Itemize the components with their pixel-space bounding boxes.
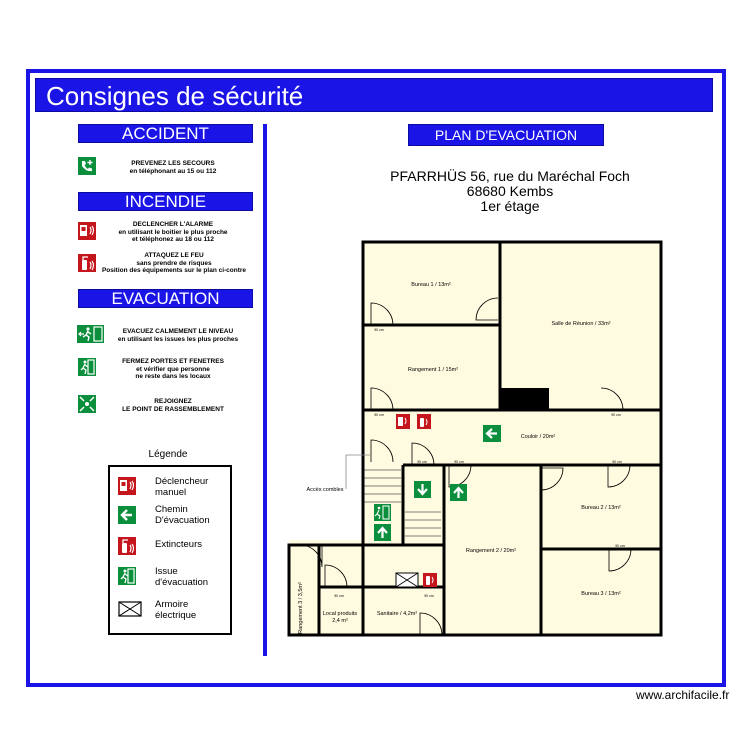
section-plan: PLAN D'EVACUATION	[408, 124, 604, 146]
legend-evacuation-arrow-icon	[118, 506, 136, 524]
poster-frame	[26, 69, 726, 687]
legend-label-path: Chemin D'évacuation	[155, 504, 210, 526]
plan-alarm-trigger-icon	[396, 414, 410, 429]
room-sanitaire: Sanitaire / 4,2m²	[377, 611, 418, 617]
instruction-evacuation-2: FERMEZ PORTES ET FENETRES et vérifier qu…	[122, 358, 224, 380]
instruction-evacuation-3: REJOIGNEZ LE POINT DE RASSEMBLEMENT	[122, 398, 224, 413]
fire-extinguisher-icon	[78, 254, 96, 272]
room-bureau-1: Bureau 1 / 13m²	[411, 282, 451, 288]
legend-title: Légende	[148, 449, 188, 460]
door-width-label: 90 cm	[612, 460, 622, 464]
alarm-trigger-icon	[78, 222, 96, 240]
legend-label-cabinet: Armoire électrique	[155, 599, 197, 621]
vertical-divider	[263, 124, 267, 656]
walls	[287, 240, 663, 637]
legend-label-exit: Issue d'évacuation	[155, 566, 209, 588]
title-bar: Consignes de sécurité	[35, 78, 713, 112]
footer-url: www.archifacile.fr	[636, 688, 730, 702]
door-width-label: 90 cm	[374, 413, 384, 417]
door-width-label: 90 cm	[374, 328, 384, 332]
legend-electrical-cabinet-icon	[118, 601, 142, 617]
room-bureau-2: Bureau 2 / 13m²	[581, 505, 621, 511]
plan-extinguisher-icon-2	[423, 573, 437, 587]
legend-label-extinguisher: Extincteurs	[155, 539, 202, 550]
address-line-3: 1er étage	[480, 198, 540, 214]
door-width-label: 90 cm	[334, 594, 344, 598]
running-exit-icon	[78, 358, 96, 376]
instruction-accident-1: PREVENEZ LES SECOURS en téléphonant au 1…	[129, 160, 217, 175]
attic-access-line	[345, 454, 370, 489]
instruction-incendie-2: ATTAQUEZ LE FEU sans prendre de risques …	[101, 252, 247, 274]
room-rangement-3: Rangement 3 / 3,5m²	[298, 582, 304, 634]
emergency-exit-icon	[77, 325, 104, 343]
section-evacuation-label: EVACUATION	[111, 289, 220, 308]
room-rangement-1: Rangement 1 / 15m²	[408, 367, 458, 373]
section-accident-label: ACCIDENT	[122, 124, 209, 143]
room-rangement-2: Rangement 2 / 20m²	[466, 548, 516, 554]
address-block: PFARRHÜS 56, rue du Maréchal Foch 68680 …	[360, 169, 660, 214]
instruction-incendie-1: DECLENCHER L'ALARME en utilisant le boit…	[118, 221, 228, 243]
plan-exit-icon	[374, 504, 391, 521]
phone-icon	[78, 157, 96, 175]
section-incendie-label: INCENDIE	[124, 192, 207, 211]
door-width-label: 90 cm	[417, 460, 427, 464]
room-salle-reunion: Salle de Réunion / 33m²	[551, 321, 610, 327]
technical-block	[501, 388, 549, 410]
floor-fill	[289, 242, 661, 635]
plan-evacuation-arrow-left-icon	[483, 425, 501, 442]
legend-box	[108, 465, 232, 635]
label-acces-combles: Accès combles	[307, 487, 344, 493]
section-evacuation: EVACUATION	[78, 289, 253, 308]
plan-extinguisher-icon	[417, 414, 431, 429]
section-accident: ACCIDENT	[78, 124, 253, 143]
room-local-produits-area: 2,4 m²	[332, 618, 348, 624]
door-width-label: 90 cm	[615, 544, 625, 548]
legend-label-alarm: Déclencheur manuel	[155, 476, 209, 498]
section-incendie: INCENDIE	[78, 192, 253, 211]
room-couloir: Couloir / 20m²	[521, 434, 556, 440]
door-width-label: 90 cm	[454, 460, 464, 464]
instruction-evacuation-1: EVACUEZ CALMEMENT LE NIVEAU en utilisant…	[117, 328, 239, 343]
stairs	[364, 469, 441, 545]
plan-evacuation-arrow-down-icon	[414, 481, 431, 498]
room-local-produits: Local produits	[323, 611, 357, 617]
room-bureau-3: Bureau 3 / 13m²	[581, 591, 621, 597]
page-title: Consignes de sécurité	[46, 81, 304, 111]
legend-alarm-trigger-icon	[118, 477, 136, 495]
plan-electrical-cabinet-icon	[395, 572, 419, 588]
address-line-2: 68680 Kembs	[466, 183, 554, 199]
legend-exit-icon	[118, 567, 136, 585]
door-width-label: 90 cm	[424, 594, 434, 598]
assembly-point-icon	[78, 395, 96, 413]
legend-extinguisher-icon	[118, 537, 136, 555]
door-width-label: 90 cm	[611, 413, 621, 417]
section-plan-label: PLAN D'EVACUATION	[434, 127, 578, 143]
plan-evacuation-arrow-up-icon	[450, 484, 467, 501]
doors	[299, 297, 632, 636]
address-line-1: PFARRHÜS 56, rue du Maréchal Foch	[390, 168, 630, 184]
plan-evacuation-arrow-up-icon-2	[374, 524, 391, 541]
